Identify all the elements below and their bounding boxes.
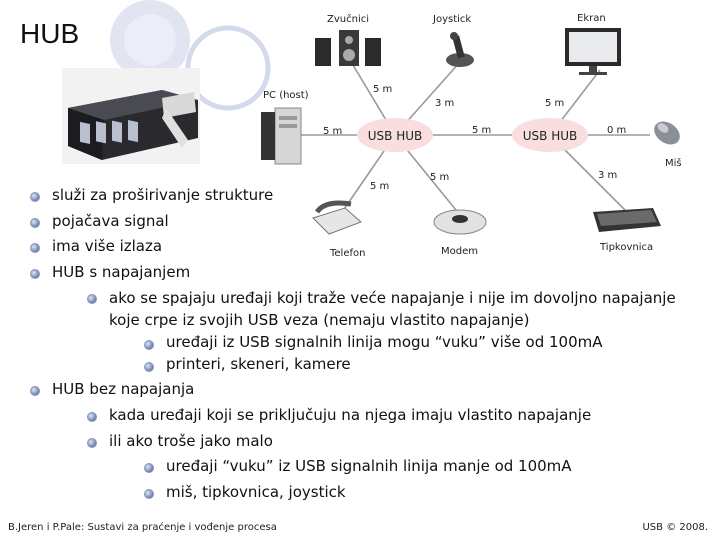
footer-copyright: USB © 2008. [642,522,708,533]
footer-authors: B.Jeren i P.Pale: Sustavi za praćenje i … [8,522,277,533]
hub1-label: USB HUB [368,129,423,143]
modem-label: Modem [441,246,478,257]
modem-icon [433,209,487,235]
speakers-label: Zvučnici [327,13,369,25]
hub2-node [512,118,588,152]
distance-phone: 5 m [370,181,389,192]
bullet-text: printeri, skeneri, kamere [166,355,351,374]
usb-hub-photo [62,68,200,164]
distance-screen: 5 m [545,98,564,109]
phone-label: Telefon [329,248,365,259]
decorative-circles [110,0,271,111]
distance-speakers: 5 m [373,84,392,95]
sub-sub-bullet-item: printeri, skeneri, kamere [144,353,710,375]
bullet-text: kada uređaji koji se priključuju na njeg… [109,405,592,424]
keyboard-label: Tipkovnica [599,242,653,253]
bullet-text: ima više izlaza [52,237,163,256]
distance-keyboard: 3 m [598,170,617,181]
sub-sub-list: uređaji iz USB signalnih linija mogu “vu… [109,331,710,375]
sub-bullet-item: ako se spajaju uređaji koji traže veće n… [87,285,710,377]
sub-sub-bullet-item: miš, tipkovnica, joystick [144,480,710,506]
bullet-text: služi za proširivanje strukture [52,186,274,204]
sub-sub-list: uređaji “vuku” iz USB signalnih linija m… [109,454,710,505]
bullet-item: HUB s napajanjem ako se spajaju uređaji … [30,260,710,378]
distance-mouse: 0 m [607,125,626,136]
distance-pc: 5 m [323,126,342,137]
bullet-text: uređaji “vuku” iz USB signalnih linija m… [166,457,572,476]
bullet-text: pojačava signal [52,211,169,230]
distance-modem: 5 m [430,172,449,183]
sub-bullet-item: kada uređaji koji se priključuju na njeg… [87,403,710,429]
bullet-text: ili ako troše jako malo [109,431,273,450]
hub2-label: USB HUB [523,129,578,143]
monitor-icon [565,28,621,75]
bullet-text: miš, tipkovnica, joystick [166,482,346,501]
sub-list: kada uređaji koji se priključuju na njeg… [52,403,710,505]
bullet-text: ako se spajaju uređaji koji traže veće n… [109,289,676,330]
bullet-item: služi za proširivanje strukture [30,183,710,209]
pc-label: PC (host) [263,90,309,101]
bullet-item: HUB bez napajanja kada uređaji koji se p… [30,377,710,505]
bullet-text: HUB s napajanjem [52,262,191,281]
telephone-icon [312,200,362,235]
bullet-text: uređaji iz USB signalnih linija mogu “vu… [166,333,603,352]
bullet-list: služi za proširivanje strukture pojačava… [30,183,710,505]
joystick-icon [446,32,474,67]
screen-label: Ekran [577,13,606,24]
slide-title: HUB [20,18,80,49]
bullet-item: ima više izlaza [30,234,710,260]
mouse-icon [654,121,680,145]
sub-sub-bullet-item: uređaji iz USB signalnih linija mogu “vu… [144,331,710,353]
bullet-text: HUB bez napajanja [52,380,195,399]
usb-network-diagram: USB HUB USB HUB 5 m 3 m 5 m 5 m 5 m 0 m … [261,13,682,259]
distance-hub1-hub2: 5 m [472,125,491,136]
sub-bullet-item: ili ako troše jako malo uređaji “vuku” i… [87,429,710,506]
joystick-label: Joystick [432,14,471,25]
distance-joystick: 3 m [435,98,454,109]
sub-list: ako se spajaju uređaji koji traže veće n… [52,285,710,377]
sub-sub-bullet-item: uređaji “vuku” iz USB signalnih linija m… [144,454,710,480]
mouse-label: Miš [665,157,682,169]
hub1-node [357,118,433,152]
speakers-icon [315,30,381,66]
keyboard-icon [593,208,661,232]
bullet-item: pojačava signal [30,209,710,235]
pc-icon [261,107,302,165]
